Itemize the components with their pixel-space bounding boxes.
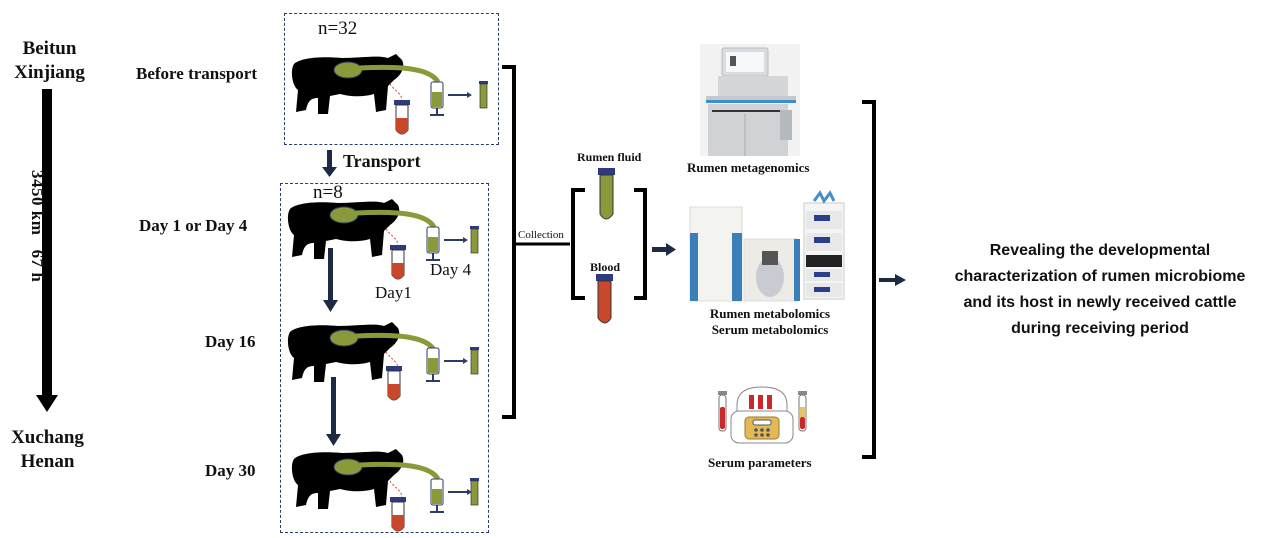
conclusion-line-2: characterization of rumen microbiome [954, 268, 1246, 285]
before-transport-box [284, 13, 499, 145]
group-size-after: n=8 [313, 182, 343, 203]
transfer-arrow-icon [448, 92, 472, 98]
syringe-icon [430, 81, 444, 116]
blood-label: Blood [590, 260, 621, 274]
origin-city: Beitun [22, 38, 77, 59]
transport-arrow [322, 150, 337, 177]
note-day1: Day1 [375, 283, 412, 302]
metagenomics-label: Rumen metagenomics [687, 160, 810, 175]
rumen-metabolomics-label: Rumen metabolomics [709, 306, 831, 321]
lcms-icon [689, 190, 845, 302]
conclusion-text: Revealing the developmental characteriza… [920, 238, 1269, 342]
origin-province: Xinjiang [14, 62, 85, 83]
collection-bracket [502, 65, 676, 419]
blood-tube-icon [394, 100, 410, 135]
group-size-before: n=32 [318, 18, 358, 39]
origin-label: Beitun Xinjiang [2, 37, 97, 85]
destination-label: Xuchang Henan [0, 426, 95, 474]
samples-bracket-right [634, 188, 647, 300]
arrow-day16-to-day30 [331, 377, 336, 435]
timepoint-day16: Day 16 [205, 332, 256, 351]
timepoint-day30: Day 30 [205, 461, 256, 480]
sampling-panel-day30 [291, 449, 479, 532]
serum-parameters-label: Serum parameters [708, 455, 812, 470]
after-transport-box [280, 183, 489, 533]
sampling-panel-before [291, 54, 488, 135]
serum-metabolomics-label: Serum metabolomics [711, 322, 829, 337]
timeline-arrows [323, 248, 341, 446]
conclusion-line-3: and its host in newly received cattle [963, 294, 1237, 311]
timepoint-day1-or-day4: Day 1 or Day 4 [139, 216, 248, 235]
conclusion-line-1: Revealing the developmental [989, 242, 1211, 259]
rumen-fluid-tube-icon [598, 168, 615, 220]
sampling-panel-day16 [287, 322, 479, 401]
note-day4: Day 4 [430, 260, 472, 279]
transport-label: Transport [343, 151, 421, 171]
rumen-tube [359, 64, 441, 84]
destination-city: Xuchang [11, 427, 84, 448]
blood-line [389, 83, 403, 101]
analysis-arrow [652, 243, 676, 256]
conclusion-arrow [879, 274, 906, 286]
biochemistry-analyzer-icon [718, 386, 807, 444]
route-arrow-head [36, 395, 58, 412]
conclusion-line-4: during receiving period [1011, 320, 1189, 337]
rumen-tube-icon [479, 81, 488, 109]
metabolomics-labels: Rumen metabolomics Serum metabolomics [690, 306, 850, 338]
route-arrow [36, 89, 58, 412]
samples-bracket-left [571, 188, 585, 300]
sampling-panel-day1-4 [287, 199, 479, 280]
route-arrow-shaft [42, 89, 52, 395]
sequencer-icon [700, 44, 800, 156]
blood-tube-icon [596, 274, 613, 324]
timepoint-before-transport: Before transport [136, 64, 258, 83]
destination-province: Henan [20, 451, 75, 472]
collection-label: Collection [518, 229, 564, 241]
arrow-day4-to-day16 [328, 248, 333, 301]
rumen-fluid-label: Rumen fluid [577, 150, 642, 164]
